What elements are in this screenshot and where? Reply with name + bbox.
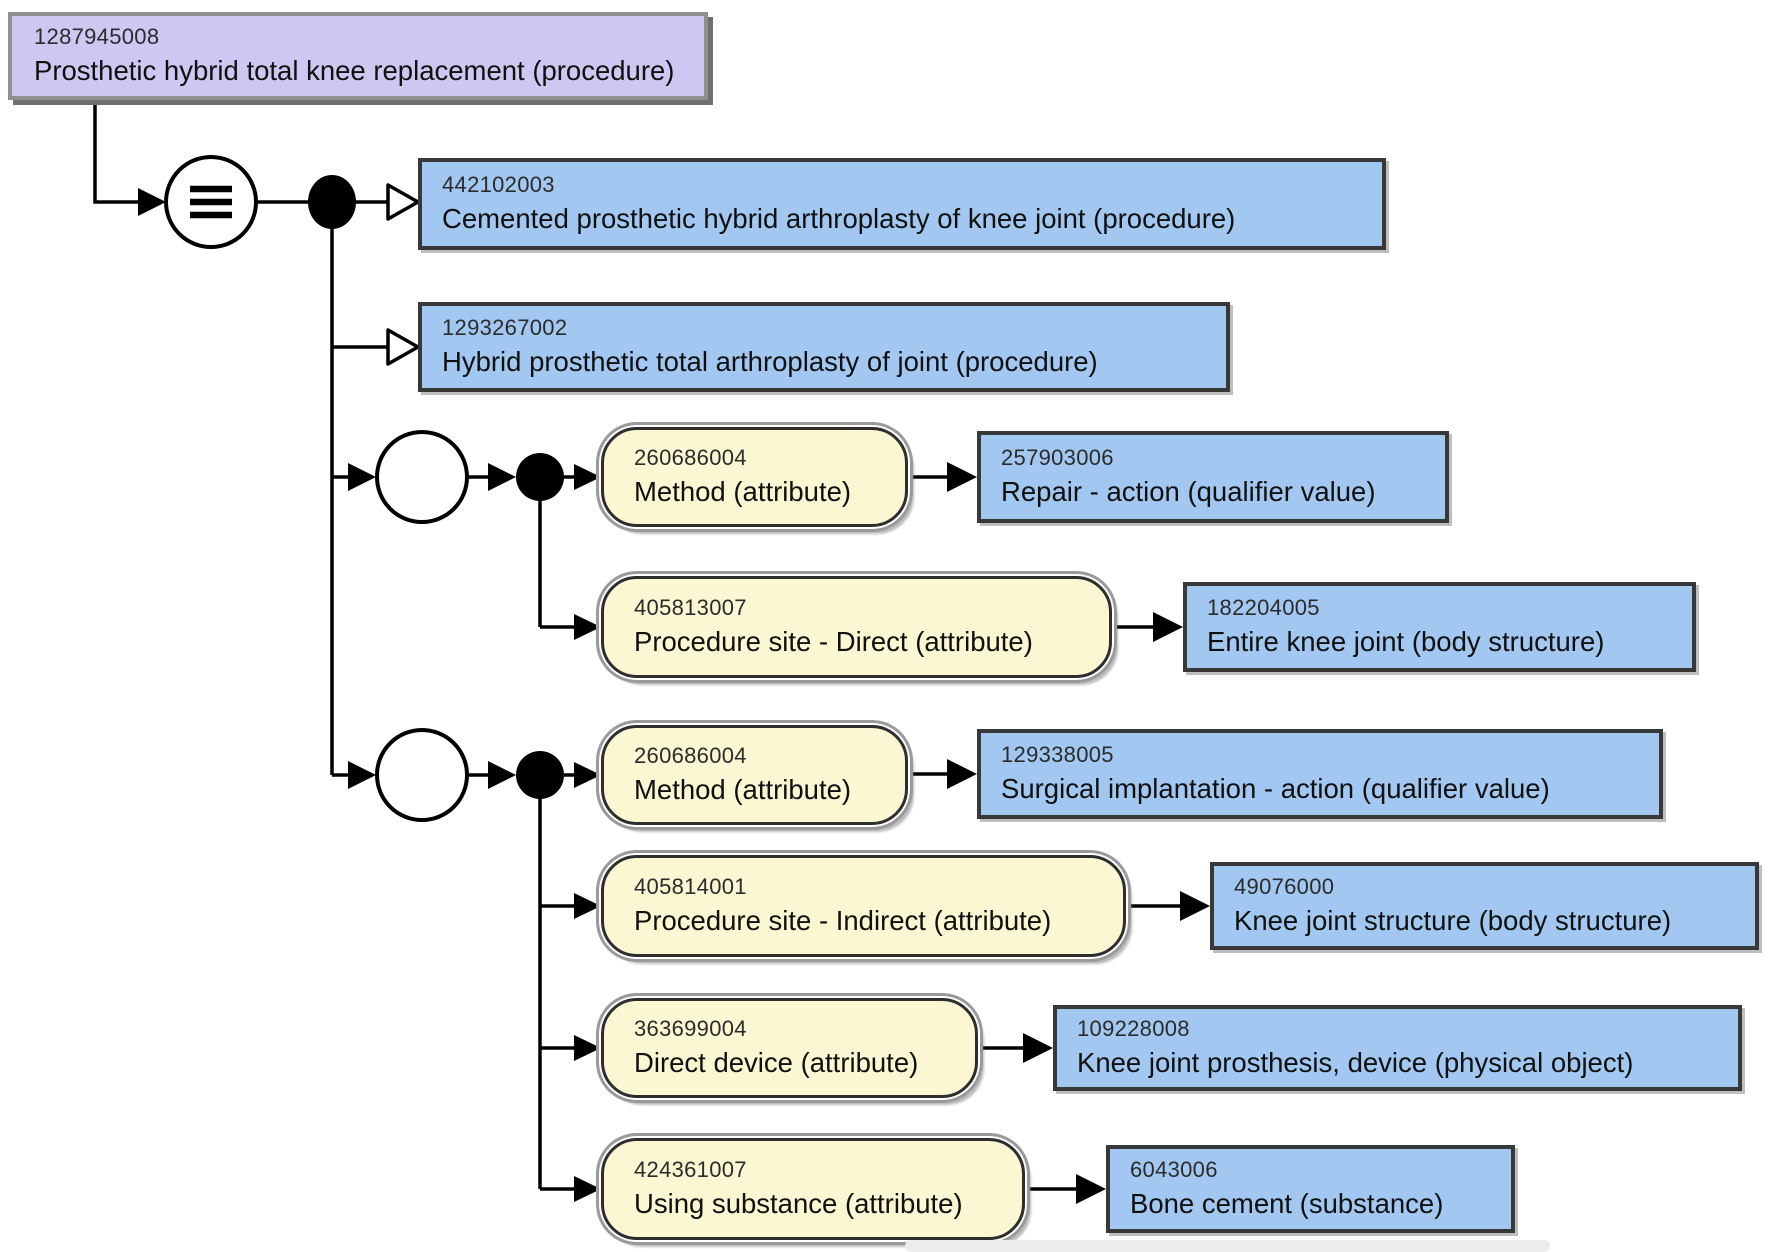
arrowhead-icon bbox=[1076, 1174, 1106, 1204]
concept-term: Method (attribute) bbox=[634, 774, 852, 806]
arrowhead-icon bbox=[1180, 891, 1210, 921]
value-concept-box[interactable]: 6043006 Bone cement (substance) bbox=[1106, 1145, 1515, 1233]
role-group-circle bbox=[375, 728, 469, 822]
conjunction-dot-icon bbox=[516, 751, 564, 799]
concept-id: 109228008 bbox=[1077, 1016, 1190, 1042]
concept-id: 1293267002 bbox=[442, 315, 568, 341]
definition-status-icon bbox=[164, 155, 258, 249]
value-concept-box[interactable]: 49076000 Knee joint structure (body stru… bbox=[1210, 862, 1759, 950]
concept-id: 363699004 bbox=[634, 1016, 747, 1042]
value-concept-box[interactable]: 182204005 Entire knee joint (body struct… bbox=[1183, 582, 1696, 672]
concept-term: Repair - action (qualifier value) bbox=[1001, 476, 1376, 508]
arrowhead-icon bbox=[574, 1035, 601, 1061]
arrowhead-icon bbox=[1023, 1033, 1053, 1063]
attribute-box[interactable]: 405814001 Procedure site - Indirect (att… bbox=[601, 855, 1126, 957]
isa-arrow-icon bbox=[386, 328, 420, 366]
concept-term: Hybrid prosthetic total arthroplasty of … bbox=[442, 346, 1098, 378]
concept-id: 424361007 bbox=[634, 1157, 747, 1183]
concept-id: 260686004 bbox=[634, 743, 747, 769]
concept-id: 257903006 bbox=[1001, 445, 1114, 471]
conjunction-dot-icon bbox=[516, 453, 564, 501]
arrowhead-icon bbox=[138, 188, 166, 216]
connector-line bbox=[93, 100, 140, 204]
concept-term: Bone cement (substance) bbox=[1130, 1188, 1444, 1220]
attribute-box[interactable]: 405813007 Procedure site - Direct (attri… bbox=[601, 576, 1112, 678]
concept-term: Surgical implantation - action (qualifie… bbox=[1001, 773, 1550, 805]
arrowhead-icon bbox=[574, 1176, 601, 1202]
arrowhead-icon bbox=[348, 761, 376, 789]
value-concept-box[interactable]: 129338005 Surgical implantation - action… bbox=[977, 729, 1663, 819]
isa-arrow-icon bbox=[386, 183, 420, 221]
conjunction-dot-icon bbox=[308, 175, 356, 229]
arrowhead-icon bbox=[348, 463, 376, 491]
concept-term: Knee joint prosthesis, device (physical … bbox=[1077, 1047, 1634, 1079]
concept-term: Procedure site - Indirect (attribute) bbox=[634, 905, 1052, 937]
concept-id: 49076000 bbox=[1234, 874, 1335, 900]
concept-id: 405814001 bbox=[634, 874, 747, 900]
attribute-box[interactable]: 363699004 Direct device (attribute) bbox=[601, 998, 978, 1098]
arrowhead-icon bbox=[947, 462, 977, 492]
concept-id: 1287945008 bbox=[34, 24, 160, 50]
arrowhead-icon bbox=[574, 464, 601, 490]
arrowhead-icon bbox=[574, 762, 601, 788]
value-concept-box[interactable]: 109228008 Knee joint prosthesis, device … bbox=[1053, 1005, 1742, 1091]
concept-term: Using substance (attribute) bbox=[634, 1188, 963, 1220]
concept-term: Entire knee joint (body structure) bbox=[1207, 626, 1605, 658]
concept-term: Cemented prosthetic hybrid arthroplasty … bbox=[442, 203, 1236, 235]
concept-id: 6043006 bbox=[1130, 1157, 1218, 1183]
concept-term: Method (attribute) bbox=[634, 476, 852, 508]
arrowhead-icon bbox=[488, 463, 516, 491]
concept-term: Procedure site - Direct (attribute) bbox=[634, 626, 1033, 658]
arrowhead-icon bbox=[947, 759, 977, 789]
value-concept-box[interactable]: 257903006 Repair - action (qualifier val… bbox=[977, 431, 1449, 523]
concept-term: Knee joint structure (body structure) bbox=[1234, 905, 1672, 937]
concept-term: Direct device (attribute) bbox=[634, 1047, 919, 1079]
concept-id: 182204005 bbox=[1207, 595, 1320, 621]
arrowhead-icon bbox=[488, 761, 516, 789]
supertype-concept-box[interactable]: 1293267002 Hybrid prosthetic total arthr… bbox=[418, 302, 1230, 392]
role-group-circle bbox=[375, 430, 469, 524]
arrowhead-icon bbox=[574, 893, 601, 919]
arrowhead-icon bbox=[574, 614, 601, 640]
arrowhead-icon bbox=[1153, 612, 1183, 642]
concept-id: 129338005 bbox=[1001, 742, 1114, 768]
concept-term: Prosthetic hybrid total knee replacement… bbox=[34, 55, 675, 87]
concept-id: 405813007 bbox=[634, 595, 747, 621]
horizontal-scrollbar[interactable] bbox=[905, 1240, 1550, 1252]
supertype-concept-box[interactable]: 442102003 Cemented prosthetic hybrid art… bbox=[418, 158, 1386, 250]
attribute-box[interactable]: 424361007 Using substance (attribute) bbox=[601, 1138, 1025, 1240]
concept-id: 260686004 bbox=[634, 445, 747, 471]
attribute-box[interactable]: 260686004 Method (attribute) bbox=[601, 427, 908, 527]
focus-concept-box[interactable]: 1287945008 Prosthetic hybrid total knee … bbox=[8, 12, 708, 100]
concept-id: 442102003 bbox=[442, 172, 555, 198]
attribute-box[interactable]: 260686004 Method (attribute) bbox=[601, 725, 908, 825]
